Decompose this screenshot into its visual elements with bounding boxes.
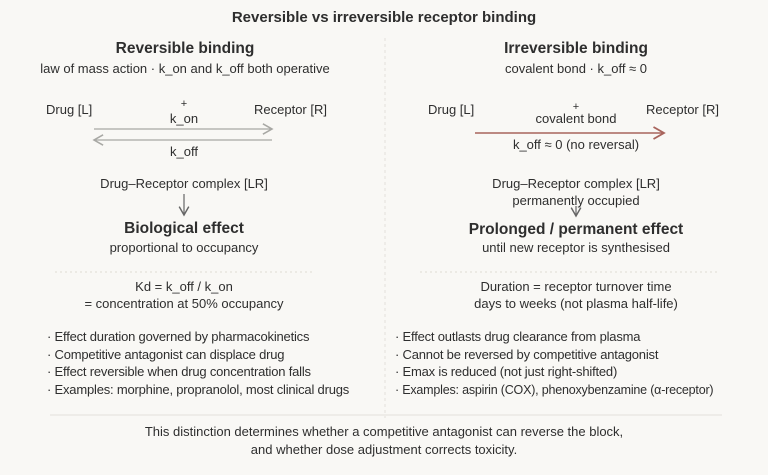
left-bullet: · Examples: morphine, propranolol, most … bbox=[47, 382, 350, 397]
left-bullet: · Competitive antagonist can displace dr… bbox=[47, 347, 285, 362]
kd-formula: Kd = k_off / k_on bbox=[135, 279, 233, 294]
left-complex: Drug–Receptor complex [LR] bbox=[100, 176, 268, 191]
right-effect-heading: Prolonged / permanent effect bbox=[468, 221, 684, 238]
covalent-bond-label: covalent bond bbox=[535, 111, 617, 126]
footer-line-1: This distinction determines whether a co… bbox=[144, 424, 624, 439]
left-bullet: · Effect reversible when drug concentrat… bbox=[47, 364, 311, 379]
left-effect-sub: proportional to occupancy bbox=[109, 240, 259, 255]
right-effect-sub: until new receptor is synthesised bbox=[482, 240, 670, 255]
kd-formula-2: = concentration at 50% occupancy bbox=[84, 296, 284, 311]
right-receptor-label: Receptor [R] bbox=[646, 102, 719, 117]
right-bullet: · Cannot be reversed by competitive anta… bbox=[395, 347, 659, 362]
right-subtitle: covalent bond · k_off ≈ 0 bbox=[504, 61, 648, 76]
kon-label: k_on bbox=[165, 111, 203, 127]
right-bullet: · Examples: aspirin (COX), phenoxybenzam… bbox=[395, 383, 714, 397]
right-drug-label: Drug [L] bbox=[428, 102, 475, 117]
left-drug-label: Drug [L] bbox=[46, 102, 93, 117]
left-bullet: · Effect duration governed by pharmacoki… bbox=[47, 329, 310, 344]
koff-zero-label: k_off ≈ 0 (no reversal) bbox=[512, 137, 640, 152]
footer-line-2: and whether dose adjustment corrects tox… bbox=[250, 442, 518, 457]
right-plus: + bbox=[572, 101, 580, 113]
koff-label: k_off bbox=[170, 144, 198, 159]
left-subtitle: law of mass action · k_on and k_off both… bbox=[40, 61, 330, 76]
right-complex-sub: permanently occupied bbox=[512, 193, 640, 208]
duration-formula-2: days to weeks (not plasma half-life) bbox=[474, 296, 678, 311]
left-effect-heading: Biological effect bbox=[124, 220, 244, 237]
duration-formula: Duration = receptor turnover time bbox=[480, 279, 672, 294]
right-bullet: · Emax is reduced (not just right-shifte… bbox=[395, 364, 618, 379]
right-bullet: · Effect outlasts drug clearance from pl… bbox=[395, 329, 641, 344]
left-receptor-label: Receptor [R] bbox=[254, 102, 327, 117]
diagram-title: Reversible vs irreversible receptor bind… bbox=[231, 9, 537, 26]
left-heading: Reversible binding bbox=[115, 40, 255, 57]
left-plus: + bbox=[180, 98, 188, 110]
right-complex: Drug–Receptor complex [LR] bbox=[492, 176, 660, 191]
right-heading: Irreversible binding bbox=[504, 40, 648, 57]
